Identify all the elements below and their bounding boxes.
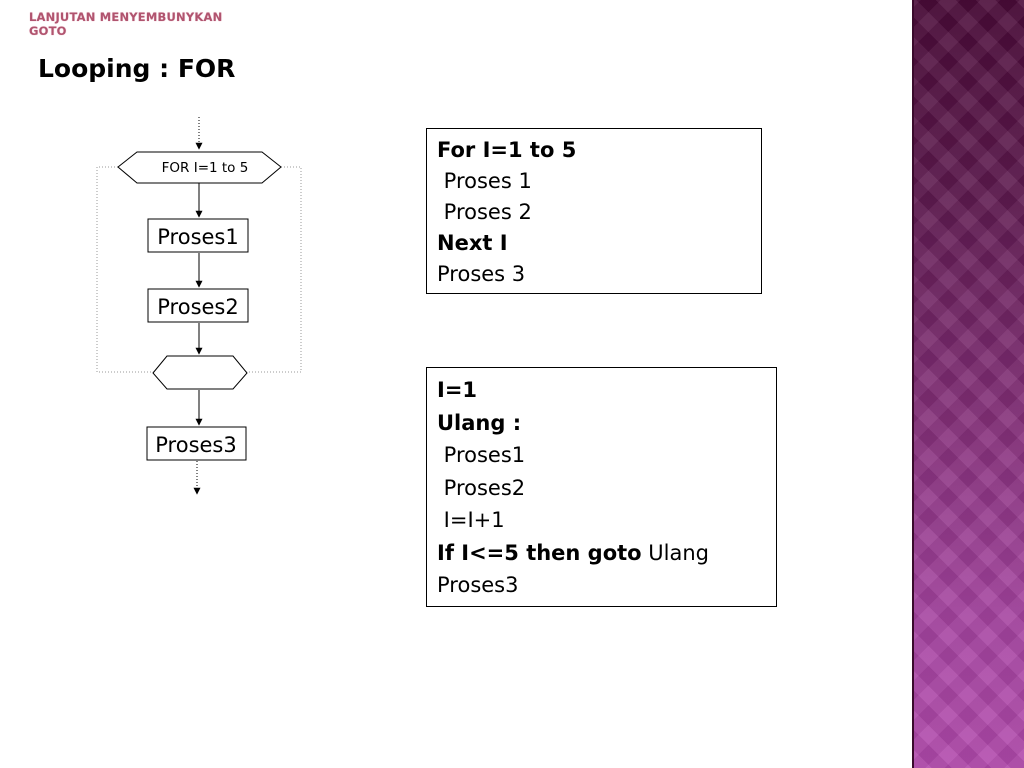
code-line: Proses1: [437, 443, 526, 467]
for-hexagon-label: FOR I=1 to 5: [162, 160, 249, 176]
code-line: Proses 2: [437, 200, 532, 224]
page-title: Looping : FOR: [38, 54, 236, 83]
slide-header: LANJUTAN MENYEMBUNYKAN GOTO: [29, 10, 249, 38]
code-line: Ulang :: [437, 410, 522, 435]
code-line-if: If I<=5 then goto Ulang: [437, 537, 766, 570]
code-line: I=1: [437, 378, 478, 402]
goto-code-box: I=1 Ulang : Proses1 Proses2 I=I+1 If I<=…: [426, 367, 777, 607]
proses3-label: Proses3: [155, 433, 236, 457]
code-line: Proses 3: [437, 262, 526, 286]
code-line: Proses2: [437, 475, 526, 500]
proses1-box: Proses1: [147, 218, 249, 253]
next-hexagon: [152, 355, 248, 390]
code-line: I=I+1: [437, 508, 505, 532]
code-line: Proses3: [437, 573, 519, 597]
proses1-label: Proses1: [157, 225, 238, 249]
code-line: Proses 1: [437, 169, 532, 193]
decorative-side-band: [912, 0, 1024, 768]
proses3-box: Proses3: [146, 426, 247, 461]
header-line-1: LANJUTAN MENYEMBUNYKAN: [29, 10, 223, 24]
for-code-box: For I=1 to 5 Proses 1 Proses 2 Next I Pr…: [426, 128, 762, 294]
code-line: Next I: [437, 231, 508, 255]
proses2-label: Proses2: [157, 295, 238, 319]
proses2-box: Proses2: [147, 288, 249, 323]
flowchart: FOR I=1 to 5 Proses1 Proses2 Proses3: [96, 117, 302, 495]
code-line: For I=1 to 5: [437, 138, 577, 162]
code-goto-target: Ulang: [641, 540, 709, 565]
header-line-2: GOTO: [29, 24, 67, 38]
code-keyword-if: If I<=5 then goto: [437, 540, 642, 565]
loop-back-line: [96, 166, 302, 373]
for-hexagon: FOR I=1 to 5: [117, 151, 282, 184]
